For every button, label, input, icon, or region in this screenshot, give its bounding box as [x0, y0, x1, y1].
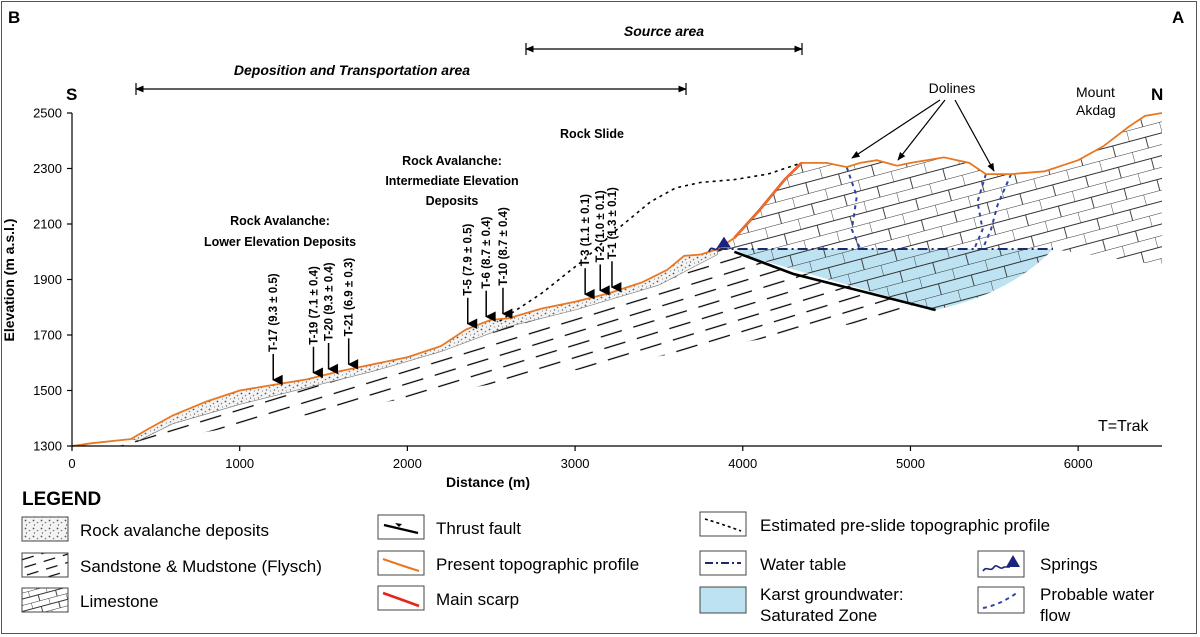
deposition-range-label: Deposition and Transportation area — [234, 62, 470, 78]
track-t-2: T-2 (1.0 ± 0.1) — [595, 190, 610, 296]
y-tick-label: 1500 — [33, 383, 62, 398]
x-tick-label: 4000 — [728, 456, 757, 471]
x-tick-label: 5000 — [896, 456, 925, 471]
legend-item-springs: Springs — [977, 550, 1098, 578]
y-tick-label: 1300 — [33, 439, 62, 454]
y-tick-label: 1900 — [33, 272, 62, 287]
water-flow-line — [973, 173, 987, 250]
flysch-layer — [72, 249, 936, 446]
lower-label-2: Lower Elevation Deposits — [204, 235, 356, 249]
svg-text:Springs: Springs — [1040, 555, 1098, 574]
x-tick-label: 2000 — [393, 456, 422, 471]
track-t-6: T-6 (8.7 ± 0.4) — [481, 216, 496, 322]
track-label: T-17 (9.3 ± 0.5) — [268, 273, 280, 352]
track-label: T-2 (1.0 ± 0.1) — [595, 190, 607, 262]
track-label: T-3 (1.1 ± 0.1) — [580, 194, 592, 266]
peak-label-line1: Mount — [1076, 84, 1115, 100]
panel-label-left: B — [8, 8, 20, 27]
legend-item-main-scarp: Main scarp — [377, 585, 519, 611]
intermediate-label-3: Deposits — [426, 194, 479, 208]
dolines-label: Dolines — [929, 80, 976, 96]
spring-stream — [708, 247, 719, 252]
y-axis-label: Elevation (m a.s.l.) — [1, 219, 17, 342]
track-label: T-1 (1.3 ± 0.1) — [607, 187, 619, 259]
water-flow-line — [845, 166, 862, 250]
legend-item-limestone: Limestone — [21, 587, 158, 613]
range-annotations: Deposition and Transportation area Sourc… — [135, 23, 803, 95]
north-label: N — [1151, 85, 1163, 104]
svg-text:Probable water: Probable water — [1040, 585, 1155, 604]
legend: LEGEND Rock avalanche deposits Sandstone… — [21, 489, 1155, 625]
lower-label-1: Rock Avalanche: — [230, 214, 330, 228]
x-tick-label: 1000 — [225, 456, 254, 471]
legend-item-karst: Karst groundwater: Saturated Zone — [699, 585, 904, 625]
karst-groundwater-zone — [734, 249, 1053, 310]
thrust-fault-line — [733, 250, 936, 312]
panel-label-right: A — [1172, 8, 1184, 27]
track-markers: T-17 (9.3 ± 0.5) T-19 (7.1 ± 0.4) T-20 (9.… — [268, 187, 622, 386]
legend-title: LEGEND — [22, 489, 101, 510]
geology-layers — [71, 112, 1163, 447]
track-t-19: T-19 (7.1 ± 0.4) — [308, 266, 323, 378]
track-label: T-5 (7.9 ± 0.5) — [463, 223, 475, 295]
y-tick-label: 2300 — [33, 161, 62, 176]
legend-item-rock-avalanche: Rock avalanche deposits — [21, 516, 269, 542]
spring-triangle — [716, 236, 731, 248]
track-t-20: T-20 (9.3 ± 0.4) — [324, 262, 339, 375]
svg-text:Main scarp: Main scarp — [436, 590, 519, 609]
svg-text:Thrust fault: Thrust fault — [436, 519, 521, 538]
track-t-21: T-21 (6.9 ± 0.3) — [344, 258, 359, 370]
track-label: T-19 (7.1 ± 0.4) — [308, 266, 320, 345]
legend-item-flysch: Sandstone & Mudstone (Flysch) — [21, 552, 322, 578]
svg-text:Rock avalanche deposits: Rock avalanche deposits — [80, 521, 269, 540]
legend-item-present-profile: Present topographic profile — [377, 550, 639, 576]
svg-text:Sandstone & Mudstone (Flysch): Sandstone & Mudstone (Flysch) — [80, 557, 322, 576]
svg-text:Present topographic profile: Present topographic profile — [436, 555, 639, 574]
x-tick-label: 3000 — [561, 456, 590, 471]
svg-text:flow: flow — [1040, 606, 1071, 625]
x-tick-label: 6000 — [1064, 456, 1093, 471]
x-tick-label: 0 — [68, 456, 75, 471]
svg-text:Limestone: Limestone — [80, 592, 158, 611]
legend-item-water-table: Water table — [699, 550, 846, 576]
spring-symbol — [708, 236, 731, 252]
y-ticks: 1300 1500 1700 1900 2100 2300 2500 — [33, 106, 72, 454]
svg-text:Water table: Water table — [760, 555, 846, 574]
y-tick-label: 1700 — [33, 328, 62, 343]
source-range-label: Source area — [624, 23, 704, 39]
track-label: T-21 (6.9 ± 0.3) — [344, 258, 356, 337]
y-tick-label: 2500 — [33, 106, 62, 121]
track-t-1: T-1 (1.3 ± 0.1) — [607, 187, 622, 293]
intermediate-label-2: Intermediate Elevation — [385, 174, 518, 188]
peak-label-line2: Akdag — [1076, 102, 1116, 118]
south-label: S — [66, 85, 77, 104]
rock-slide-label: Rock Slide — [560, 127, 624, 141]
trak-note: T=Trak — [1098, 418, 1150, 435]
water-flow-line — [981, 173, 1013, 250]
legend-item-pre-slide: Estimated pre-slide topographic profile — [699, 511, 1050, 537]
x-axis-label: Distance (m) — [446, 474, 530, 490]
legend-item-thrust: Thrust fault — [377, 514, 521, 540]
track-t-3: T-3 (1.1 ± 0.1) — [580, 194, 595, 300]
track-label: T-20 (9.3 ± 0.4) — [324, 262, 336, 341]
pre-slide-profile-line — [499, 162, 802, 322]
intermediate-label-1: Rock Avalanche: — [402, 154, 502, 168]
doline-pointers — [851, 99, 995, 172]
y-tick-label: 2100 — [33, 217, 62, 232]
x-ticks: 0 1000 2000 3000 4000 5000 6000 — [68, 446, 1093, 471]
track-label: T-6 (8.7 ± 0.4) — [481, 216, 493, 288]
track-t-10: T-10 (8.7 ± 0.4) — [498, 207, 513, 320]
track-t-17: T-17 (9.3 ± 0.5) — [268, 273, 283, 386]
legend-item-water-flow: Probable water flow — [977, 585, 1155, 625]
probable-water-flow-lines — [845, 166, 1013, 250]
svg-text:Karst groundwater:: Karst groundwater: — [760, 585, 904, 604]
svg-text:Estimated pre-slide topographi: Estimated pre-slide topographic profile — [760, 516, 1050, 535]
svg-text:Saturated Zone: Saturated Zone — [760, 606, 877, 625]
axes: 0 1000 2000 3000 4000 5000 6000 1300 1500 1700 19… — [1, 106, 1162, 490]
track-t-5: T-5 (7.9 ± 0.5) — [463, 223, 478, 330]
track-label: T-10 (8.7 ± 0.4) — [498, 207, 510, 286]
